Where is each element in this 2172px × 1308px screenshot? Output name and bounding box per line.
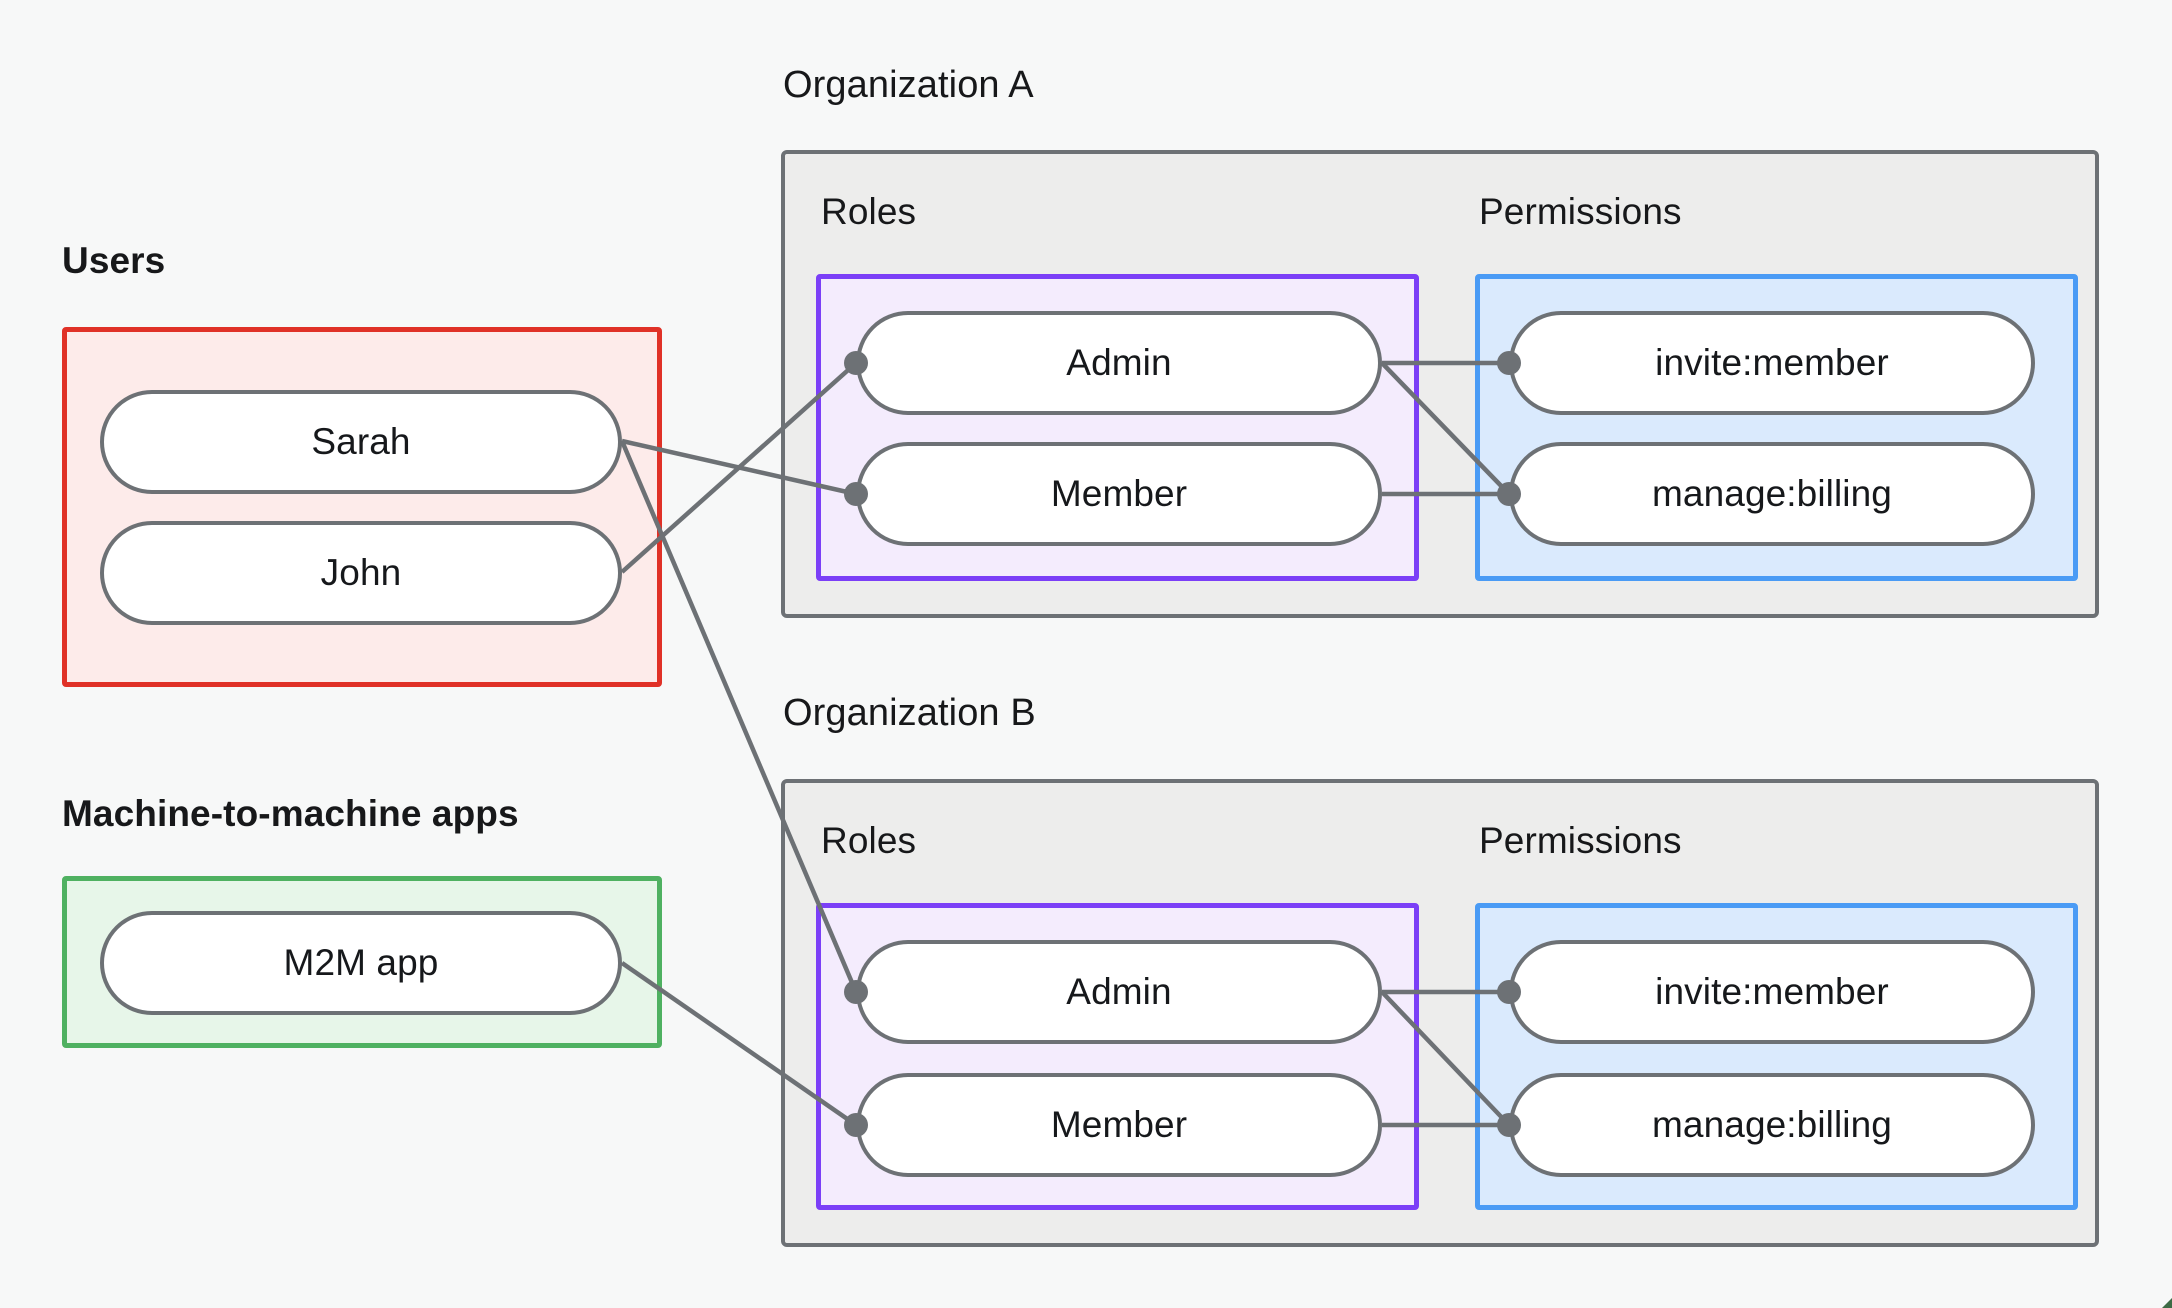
organization-b-role-pill-member-label: Member: [1050, 1104, 1188, 1145]
organization-b-title: Organization B: [783, 692, 1036, 734]
organization-a-role-pill-admin-label: Admin: [1066, 342, 1172, 383]
organization-b-permissions-heading: Permissions: [1479, 820, 1682, 861]
m2m-pill-app[interactable]: M2M app: [100, 911, 622, 1015]
organization-b-permission-pill-manage-billing[interactable]: manage:billing: [1509, 1073, 2035, 1177]
organization-b-role-pill-admin-label: Admin: [1066, 971, 1172, 1012]
organization-a-permission-pill-invite-member[interactable]: invite:member: [1509, 311, 2035, 415]
organization-a-roles-heading: Roles: [821, 191, 917, 232]
user-pill-sarah-label: Sarah: [311, 421, 411, 462]
m2m-group-title: Machine-to-machine apps: [62, 793, 519, 834]
organization-b-permission-pill-manage-billing-label: manage:billing: [1651, 1104, 1892, 1145]
organization-a-permission-pill-invite-member-label: invite:member: [1655, 342, 1889, 383]
users-group-title: Users: [62, 240, 166, 281]
organization-a-role-pill-admin[interactable]: Admin: [856, 311, 1382, 415]
organization-a-title: Organization A: [783, 64, 1034, 106]
organization-a-permissions-heading: Permissions: [1479, 191, 1682, 232]
user-pill-john[interactable]: John: [100, 521, 622, 625]
user-pill-sarah[interactable]: Sarah: [100, 390, 622, 494]
organization-b-role-pill-admin[interactable]: Admin: [856, 940, 1382, 1044]
users-container: [62, 327, 662, 687]
m2m-pill-app-label: M2M app: [283, 942, 439, 983]
organization-a-role-pill-member-label: Member: [1050, 473, 1188, 514]
organization-b-permission-pill-invite-member-label: invite:member: [1655, 971, 1889, 1012]
organization-b-roles-heading: Roles: [821, 820, 917, 861]
user-pill-john-label: John: [320, 552, 402, 593]
organization-b-permission-pill-invite-member[interactable]: invite:member: [1509, 940, 2035, 1044]
organization-a-role-pill-member[interactable]: Member: [856, 442, 1382, 546]
organization-a-permission-pill-manage-billing[interactable]: manage:billing: [1509, 442, 2035, 546]
corner-marker: [2162, 1298, 2172, 1308]
organization-b-role-pill-member[interactable]: Member: [856, 1073, 1382, 1177]
organization-a-permission-pill-manage-billing-label: manage:billing: [1651, 473, 1892, 514]
